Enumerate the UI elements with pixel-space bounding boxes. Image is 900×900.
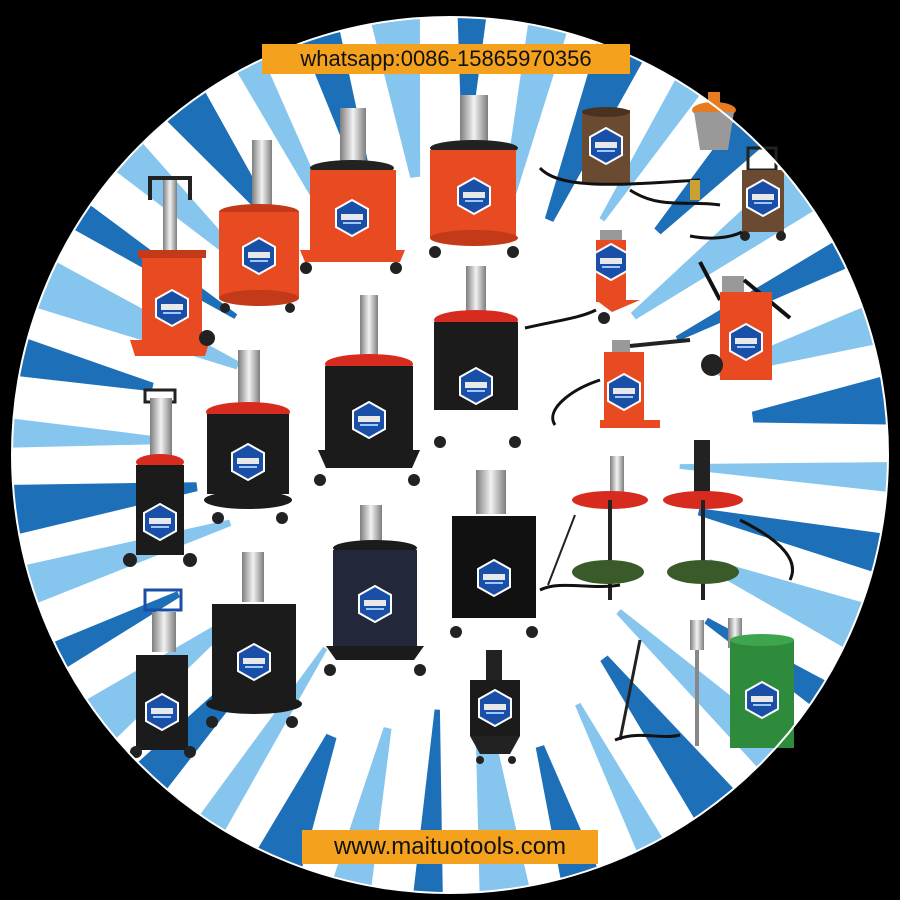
drum-pump-green (614, 618, 794, 748)
burst-ray (246, 733, 337, 889)
burst-ray (575, 702, 674, 872)
burst-ray (366, 17, 421, 178)
burst-ray (12, 331, 154, 392)
pump-red-lever (698, 261, 792, 380)
pump-black-blue-cart (130, 588, 196, 758)
pump-black-6 (450, 470, 538, 638)
burst-ray (600, 655, 749, 838)
pump-black-cart-red-top (123, 388, 197, 567)
pump-brown-cart (689, 146, 786, 241)
pump-red-cart-1 (130, 176, 215, 356)
pump-brown-bucket (538, 107, 721, 207)
pump-black-red-lid-1 (204, 350, 292, 524)
pump-red-hand-cart (524, 230, 640, 330)
pump-red-foot (551, 338, 691, 428)
burst-ray (654, 103, 779, 235)
whatsapp-banner: whatsapp:0086-15865970356 (262, 44, 630, 74)
pump-black-5 (324, 505, 426, 676)
pump-black-red-lid-2 (314, 295, 420, 486)
burst-ray (12, 415, 171, 449)
pump-black-red-lid-3 (434, 266, 521, 448)
pump-red-3 (300, 108, 405, 274)
burst-ray (679, 461, 888, 495)
pump-black-small (470, 650, 520, 764)
pump-red-4 (429, 95, 519, 258)
burst-ray (706, 559, 884, 659)
pump-black-4 (206, 552, 302, 728)
pump-red-2 (219, 140, 299, 313)
drum-cover-pump-2 (663, 440, 794, 600)
drum-cover-pump-1 (539, 456, 648, 600)
burst-ray (751, 371, 888, 425)
burst-ray (33, 591, 181, 679)
website-banner[interactable]: www.maituotools.com (302, 830, 598, 864)
